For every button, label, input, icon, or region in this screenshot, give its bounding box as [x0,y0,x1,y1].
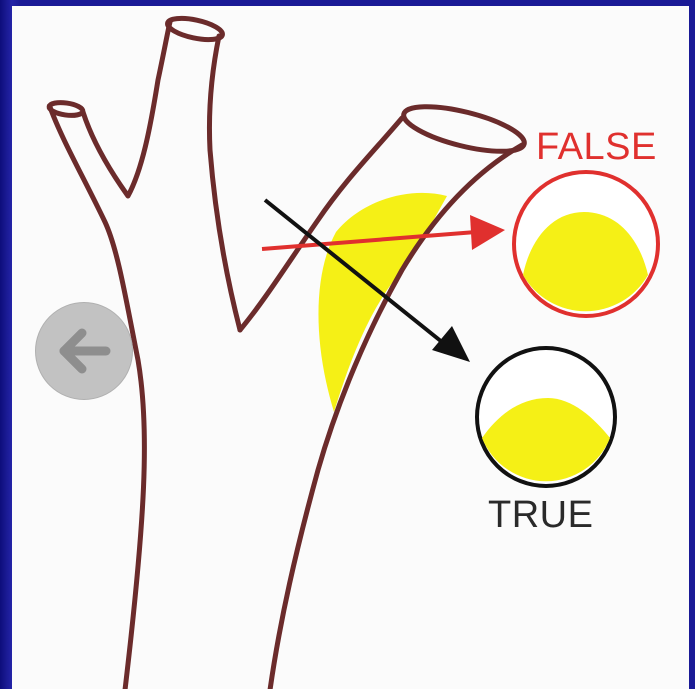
arrow-left-icon [36,303,132,399]
false-arrowhead [470,215,505,250]
left-branch-inner [83,22,170,196]
top-branch-right-wall [209,36,240,330]
true-arrowhead [432,326,470,362]
true-label: TRUE [488,494,593,537]
false-label: FALSE [536,126,657,169]
top-branch-opening [166,14,225,43]
back-button[interactable] [35,302,133,400]
